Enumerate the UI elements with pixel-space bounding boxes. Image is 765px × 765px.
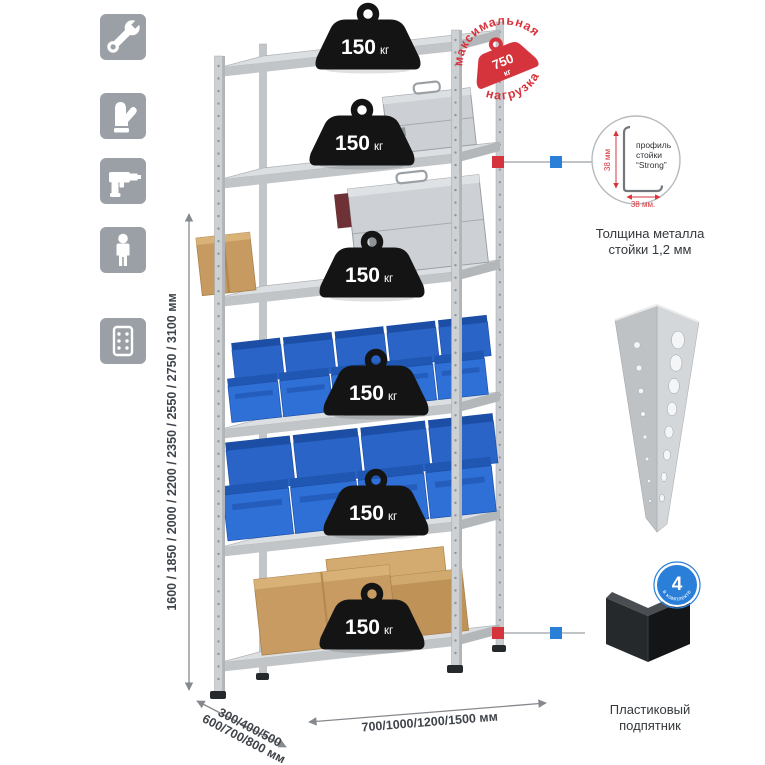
profile-dim-vertical-label: 38 мм bbox=[603, 149, 612, 171]
width-dimension: 700/1000/1200/1500 мм bbox=[308, 699, 547, 735]
depth-dimension: 300/400/500 600/700/800 мм bbox=[196, 700, 288, 765]
person-icon bbox=[116, 233, 130, 266]
gloves-icon bbox=[114, 102, 137, 133]
foot-caption-1: Пластиковый bbox=[610, 702, 690, 717]
post-foot bbox=[492, 645, 506, 652]
post-foot bbox=[256, 673, 269, 680]
width-dimension-line bbox=[308, 699, 547, 726]
rack-post-back-right bbox=[495, 21, 504, 648]
profile-cross-section-drawing bbox=[622, 125, 664, 193]
included-count-badge: 4 в комплекте bbox=[653, 561, 701, 609]
tile-rack bbox=[100, 318, 146, 364]
height-dimension: 1600 / 1850 / 2000 / 2200 / 2350 / 2550 … bbox=[165, 213, 194, 691]
bottom-connector bbox=[492, 627, 585, 639]
shelf-weight-badge bbox=[317, 6, 419, 74]
height-dimension-label: 1600 / 1850 / 2000 / 2200 / 2350 / 2550 … bbox=[165, 293, 179, 610]
profile-label-2: стойки bbox=[636, 150, 662, 160]
profile-caption-1: Толщина металла bbox=[596, 226, 705, 241]
foot-caption-2: подпятник bbox=[619, 718, 681, 733]
stamp-weight-icon: 750 кг bbox=[476, 37, 539, 89]
profile-detail: 38 мм 38 мм. профиль стойки “Strong” Тол… bbox=[591, 115, 705, 257]
plastic-foot-image bbox=[606, 592, 690, 662]
post-foot bbox=[447, 665, 463, 673]
profile-label-1: профиль bbox=[636, 140, 672, 150]
marker-square-blue-bottom bbox=[550, 627, 562, 639]
depth-dimension-line bbox=[196, 700, 287, 748]
profile-label-3: “Strong” bbox=[636, 160, 667, 170]
marker-square-red-bottom bbox=[492, 627, 504, 639]
marker-square-red-top bbox=[492, 156, 504, 168]
perforated-post-image bbox=[614, 303, 700, 533]
badge-count: 4 bbox=[672, 574, 683, 595]
rack-post-front-left bbox=[214, 55, 225, 694]
rack-post-front-right bbox=[451, 29, 462, 668]
top-connector bbox=[492, 156, 592, 168]
side-icon-tiles bbox=[100, 14, 146, 364]
post-foot bbox=[210, 691, 226, 699]
width-dimension-label: 700/1000/1200/1500 мм bbox=[361, 710, 498, 735]
profile-caption-2: стойки 1,2 мм bbox=[609, 242, 692, 257]
stamp-unit: кг bbox=[502, 67, 513, 78]
wrench-icon bbox=[107, 18, 142, 53]
drill-icon bbox=[109, 172, 141, 197]
marker-square-blue-top bbox=[550, 156, 562, 168]
profile-dim-horizontal-label: 38 мм. bbox=[631, 200, 655, 209]
rack-post-icon bbox=[112, 325, 134, 357]
